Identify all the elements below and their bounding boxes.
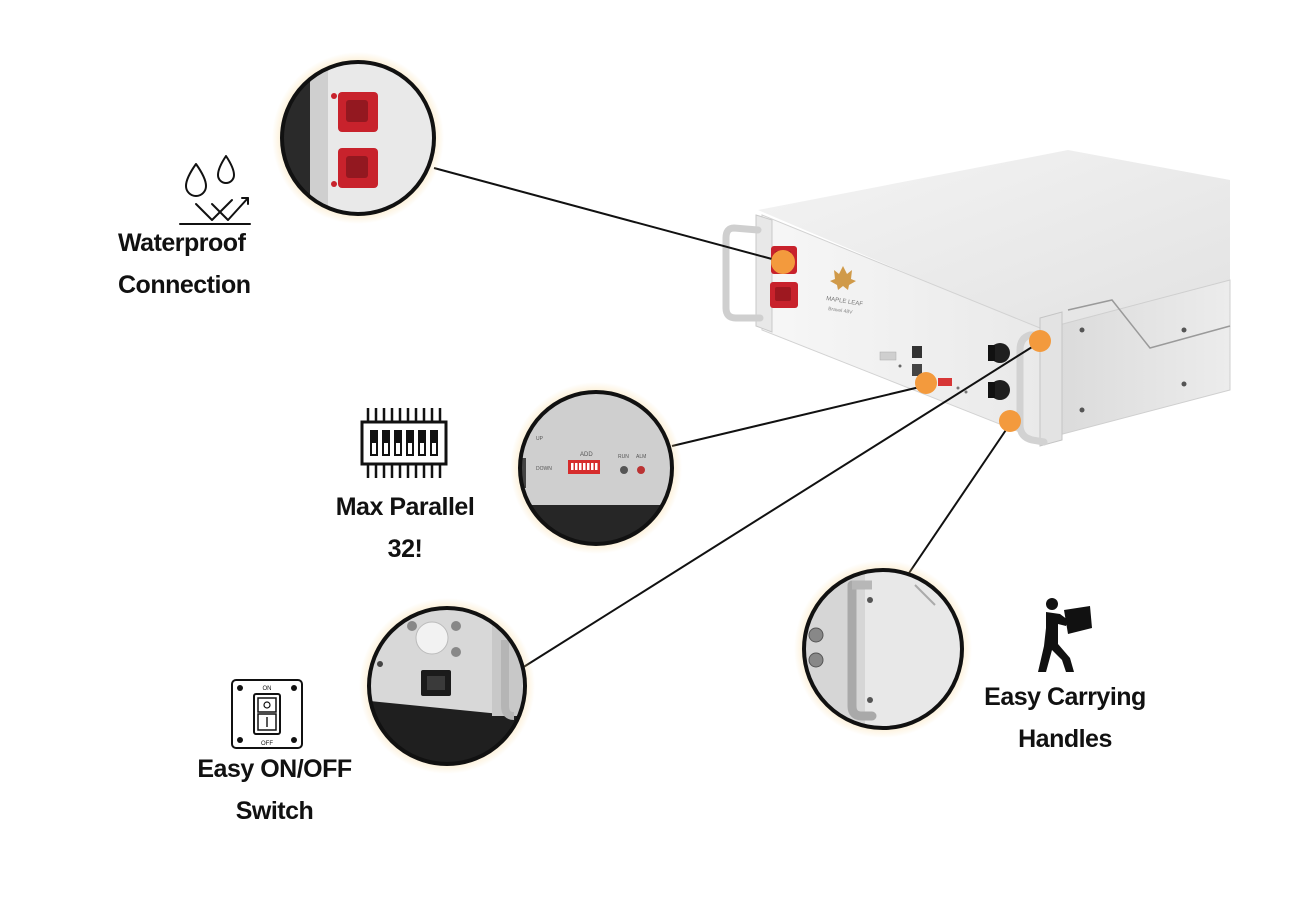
detail-waterproof-connectors	[272, 52, 444, 224]
detail-carrying-handle	[794, 560, 972, 738]
detail-dip-switch: ADD RUN ALM UP DOWN	[510, 382, 682, 554]
rocker-switch-icon: ON OFF	[231, 679, 303, 749]
battery-model: Bravel 48V	[828, 306, 854, 316]
maple-leaf-logo-icon	[830, 266, 856, 290]
feature-subtitle-waterproof: Connection	[118, 271, 251, 299]
feature-label-switch: Easy ON/OFF Switch	[172, 748, 377, 832]
feature-title-waterproof: Waterproof	[118, 229, 246, 257]
feature-title-switch: Easy ON/OFF	[197, 755, 352, 783]
dip-label-up: UP	[536, 436, 544, 442]
detail-power-switch	[359, 598, 535, 774]
water-drops-icon	[179, 155, 251, 225]
switch-on-label: ON	[263, 686, 272, 692]
feature-label-handles: Easy Carrying Handles	[960, 676, 1170, 760]
battery-module: MAPLE LEAF Bravel 48V	[722, 150, 1231, 447]
feature-label-parallel: Max Parallel 32!	[305, 486, 505, 570]
person-carrying-box-icon	[1038, 598, 1092, 672]
feature-subtitle-switch: Switch	[235, 797, 314, 825]
marker-switch	[1029, 330, 1051, 352]
feature-subtitle-handles: Handles	[1018, 725, 1112, 753]
marker-waterproof	[771, 250, 795, 274]
feature-title-parallel: Max Parallel	[335, 493, 475, 521]
battery-brand: MAPLE LEAF	[826, 296, 864, 308]
dip-switch-icon	[360, 408, 448, 478]
dip-label-add: ADD	[580, 452, 593, 458]
callout-lines	[433, 167, 1041, 669]
hotspot-markers	[771, 250, 1051, 432]
feature-title-handles: Easy Carrying	[984, 683, 1146, 711]
feature-label-waterproof: Waterproof Connection	[118, 222, 318, 306]
marker-parallel	[915, 372, 937, 394]
dip-label-down: DOWN	[536, 466, 552, 472]
feature-subtitle-parallel: 32!	[387, 535, 423, 563]
marker-handles	[999, 410, 1021, 432]
dip-label-run: RUN	[618, 454, 629, 460]
dip-label-alm: ALM	[636, 454, 646, 460]
switch-off-label: OFF	[261, 741, 273, 747]
